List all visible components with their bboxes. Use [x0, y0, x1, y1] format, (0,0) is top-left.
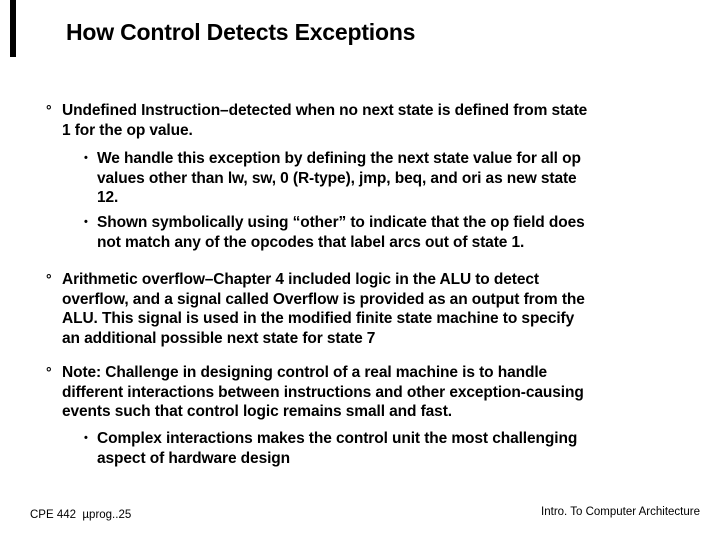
- dot-bullet-icon: •: [84, 152, 88, 164]
- sub-bullet-text: Complex interactions makes the control u…: [97, 430, 578, 467]
- sub-bullet-item: • Complex interactions makes the control…: [84, 429, 680, 468]
- sub-bullet-text: Shown symbolically using “other” to indi…: [97, 214, 585, 251]
- sub-bullet-text: We handle this exception by defining the…: [97, 150, 581, 206]
- degree-bullet-icon: °: [46, 364, 52, 380]
- bullet-text: Undefined Instruction–detected when no n…: [62, 102, 588, 139]
- bullet-text: Arithmetic overflow–Chapter 4 included l…: [62, 271, 585, 347]
- dot-bullet-icon: •: [84, 432, 88, 444]
- bullet-text: Note: Challenge in designing control of …: [62, 364, 584, 420]
- footer-course-label: CPE 442 µprog..25: [30, 509, 132, 521]
- sub-bullet-item: • Shown symbolically using “other” to in…: [84, 213, 680, 252]
- slide-title: How Control Detects Exceptions: [66, 19, 416, 45]
- sub-bullet-item: • We handle this exception by defining t…: [84, 149, 680, 208]
- bullet-item: ° Note: Challenge in designing control o…: [46, 363, 686, 422]
- footer-course-title: Intro. To Computer Architecture: [541, 506, 700, 518]
- corner-bar-decoration: [10, 0, 16, 57]
- bullet-item: ° Undefined Instruction–detected when no…: [46, 101, 686, 140]
- bullet-item: ° Arithmetic overflow–Chapter 4 included…: [46, 270, 686, 348]
- dot-bullet-icon: •: [84, 216, 88, 228]
- degree-bullet-icon: °: [46, 271, 52, 287]
- degree-bullet-icon: °: [46, 102, 52, 118]
